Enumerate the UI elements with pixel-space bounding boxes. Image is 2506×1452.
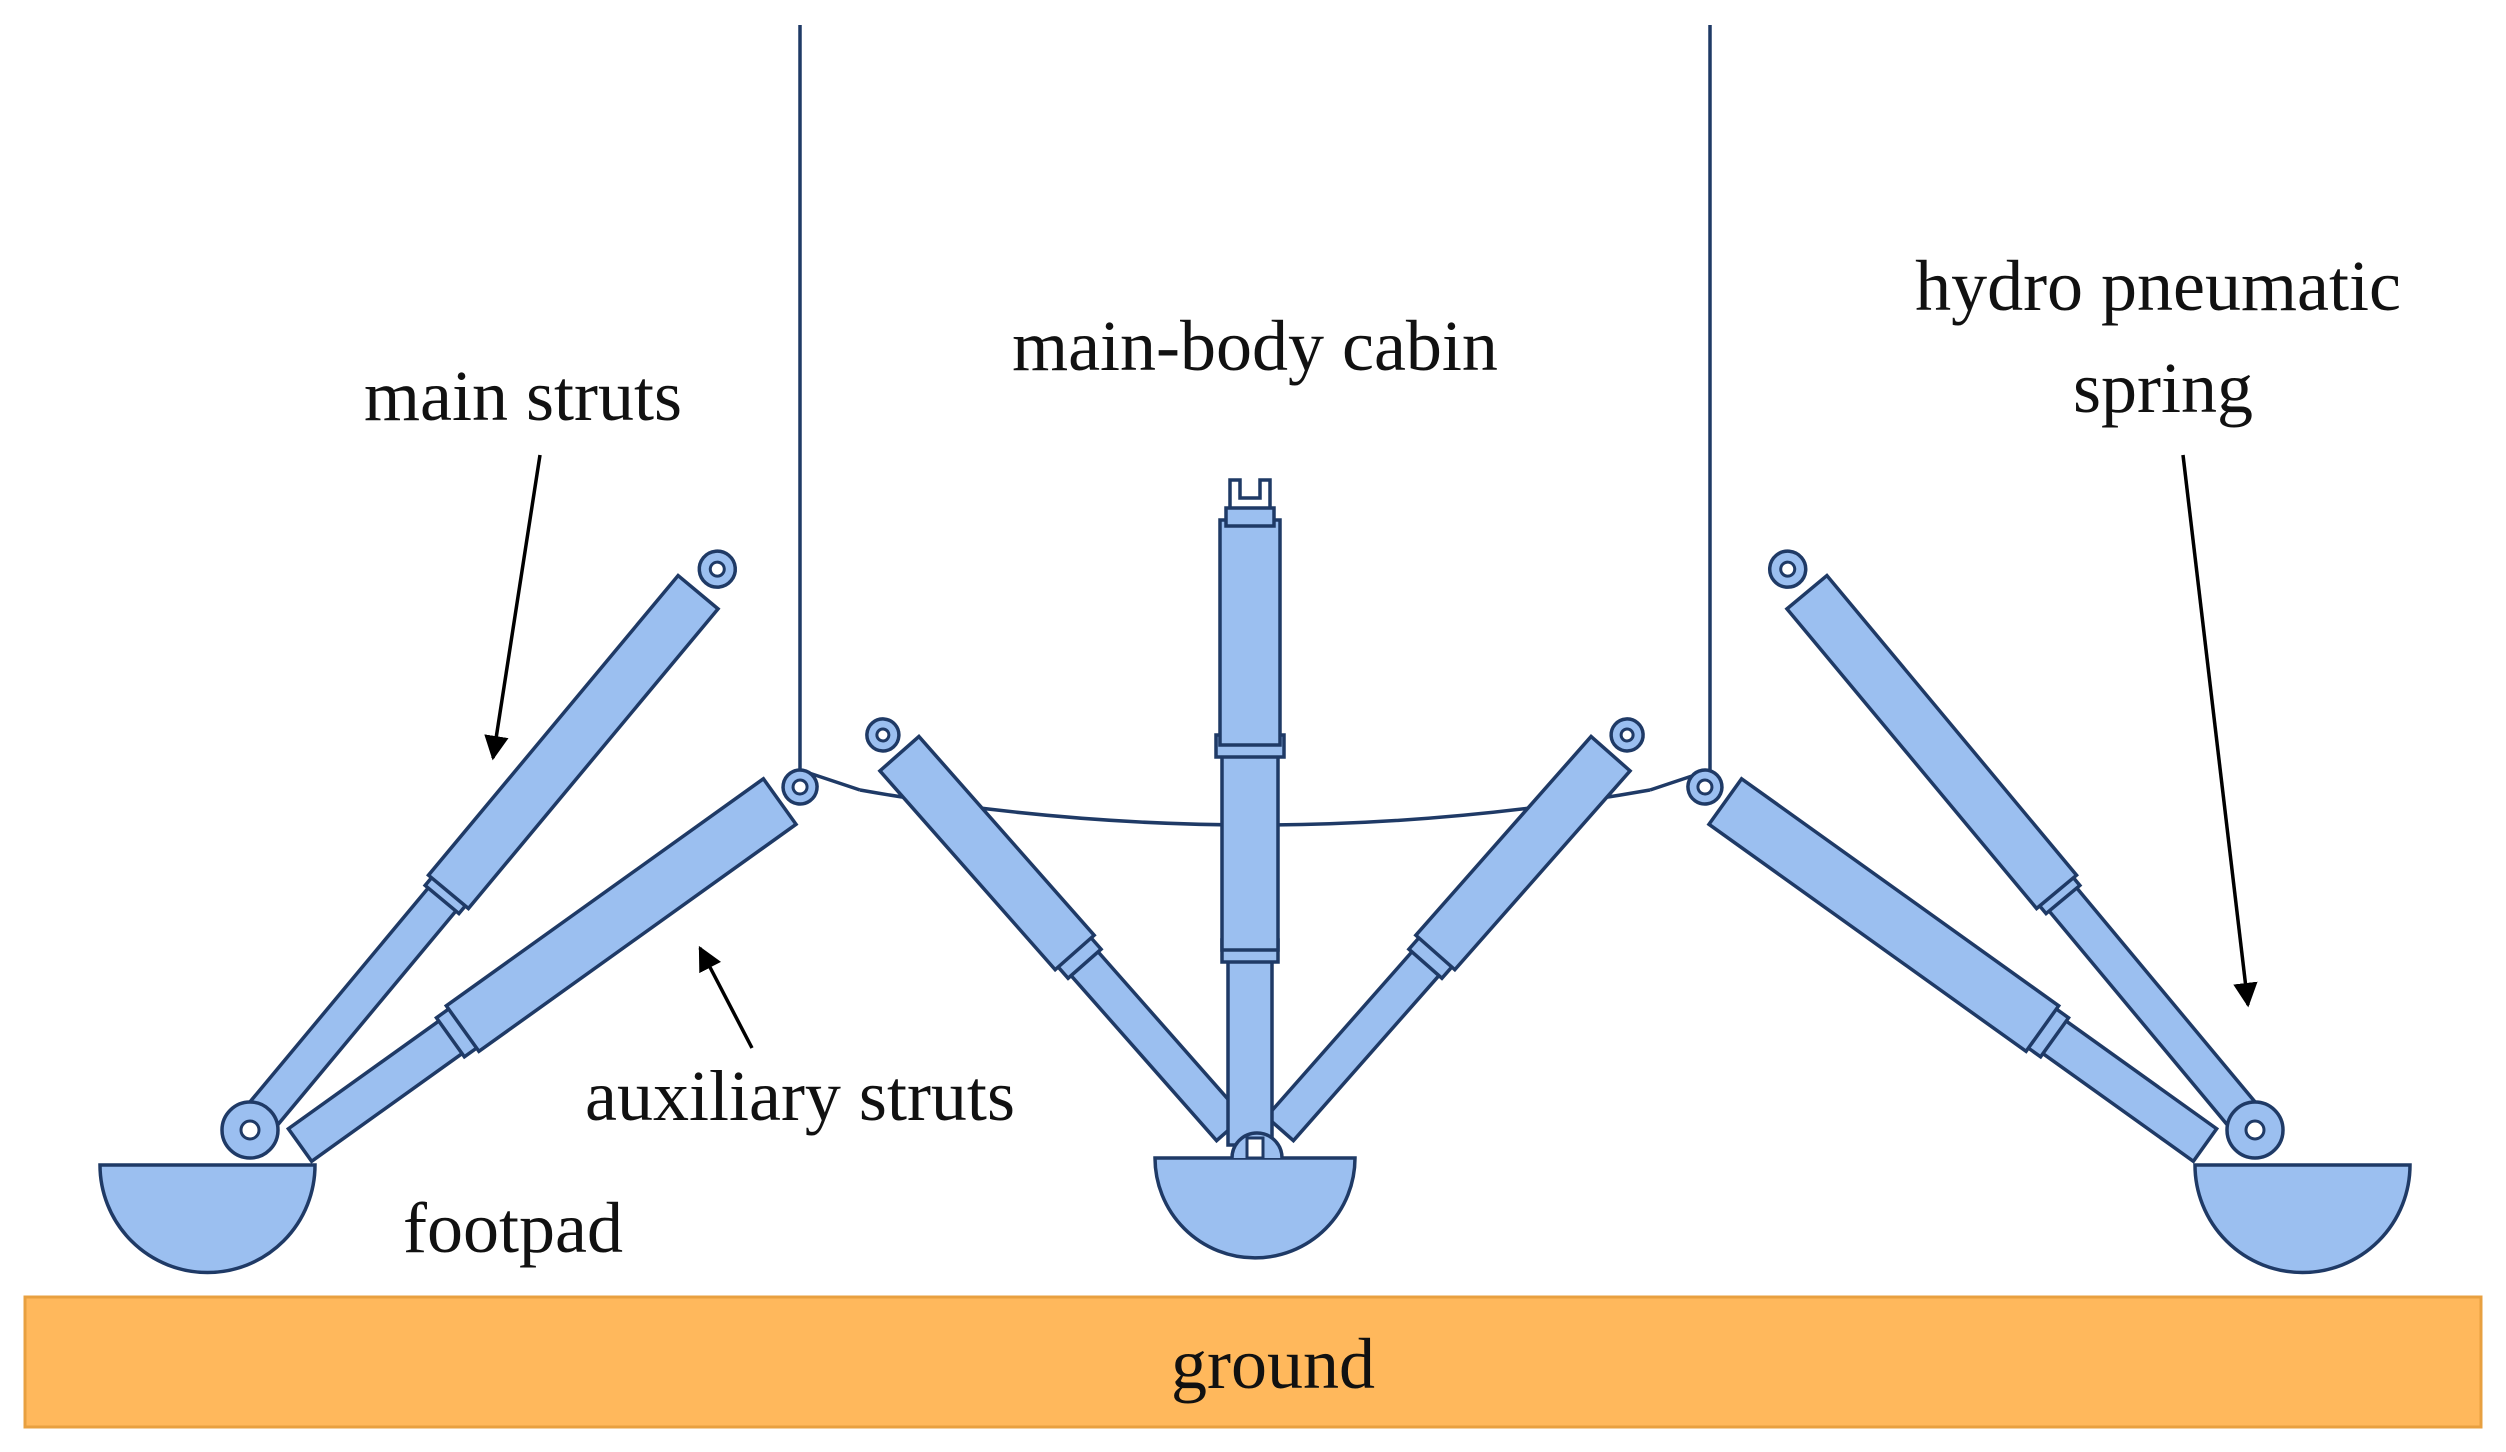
right-main-strut bbox=[1767, 549, 2262, 1133]
cabin-label: main-body cabin bbox=[1012, 306, 1498, 386]
footpad-label: footpad bbox=[403, 1188, 623, 1268]
ground-bar bbox=[23, 1295, 2483, 1429]
main-struts-label: main struts bbox=[364, 356, 682, 436]
center-footpad-joint bbox=[1230, 1131, 1284, 1160]
left-main-strut bbox=[243, 549, 738, 1133]
left-footpad bbox=[98, 1163, 317, 1275]
right-footpad bbox=[2193, 1163, 2412, 1275]
ground-label: ground bbox=[1171, 1324, 1375, 1404]
auxiliary-struts-arrow bbox=[698, 945, 754, 1049]
hydro-pneumatic-spring-arrow bbox=[2181, 454, 2258, 1008]
right-auxiliary-strut bbox=[1686, 768, 2220, 1164]
spring-label-line1: hydro pneumatic bbox=[1915, 246, 2401, 326]
center-left-strut bbox=[865, 717, 1247, 1144]
center-footpad bbox=[1153, 1156, 1357, 1260]
main-struts-arrow bbox=[484, 454, 542, 761]
center-right-strut bbox=[1263, 717, 1645, 1144]
center-vertical-strut bbox=[1214, 478, 1286, 1147]
spring-label-line2: spring bbox=[2073, 348, 2253, 428]
left-auxiliary-strut bbox=[285, 768, 819, 1164]
auxiliary-struts-label: auxiliary struts bbox=[585, 1056, 1015, 1136]
